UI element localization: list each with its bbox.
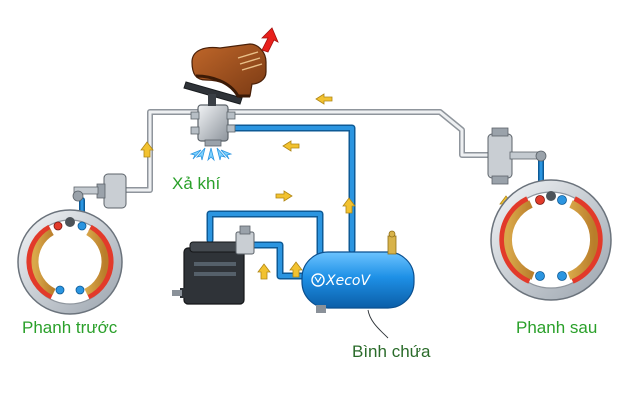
flow-arrow-icon xyxy=(275,190,293,202)
front-brake-label: Phanh trước xyxy=(22,318,118,337)
exhaust-label: Xả khí xyxy=(172,174,221,193)
tank-logo: XecoV xyxy=(325,273,371,289)
flow-arrow-icon xyxy=(282,140,300,152)
flow-arrow-icon xyxy=(257,263,271,280)
compressor-icon xyxy=(172,225,255,305)
front-brake xyxy=(17,209,123,315)
rear-brake-label: Phanh sau xyxy=(516,318,598,337)
flow-arrow-icon xyxy=(289,261,303,278)
brake-valve xyxy=(183,81,243,147)
tank-icon: XecoV xyxy=(301,230,415,313)
pedal xyxy=(183,81,243,105)
air-exhaust-icon xyxy=(189,147,233,162)
tank-label: Bình chứa xyxy=(352,342,431,361)
brake-chamber-icon xyxy=(72,173,127,209)
boot-icon xyxy=(191,43,267,98)
flow-arrow-icon xyxy=(140,141,154,158)
red-arrow-icon xyxy=(261,27,279,53)
flow-arrow-icon xyxy=(342,197,356,214)
tank-leader-line xyxy=(367,309,389,339)
brake-chamber-icon xyxy=(487,127,547,185)
rear-brake xyxy=(490,179,612,301)
flow-arrow-icon xyxy=(315,93,333,105)
